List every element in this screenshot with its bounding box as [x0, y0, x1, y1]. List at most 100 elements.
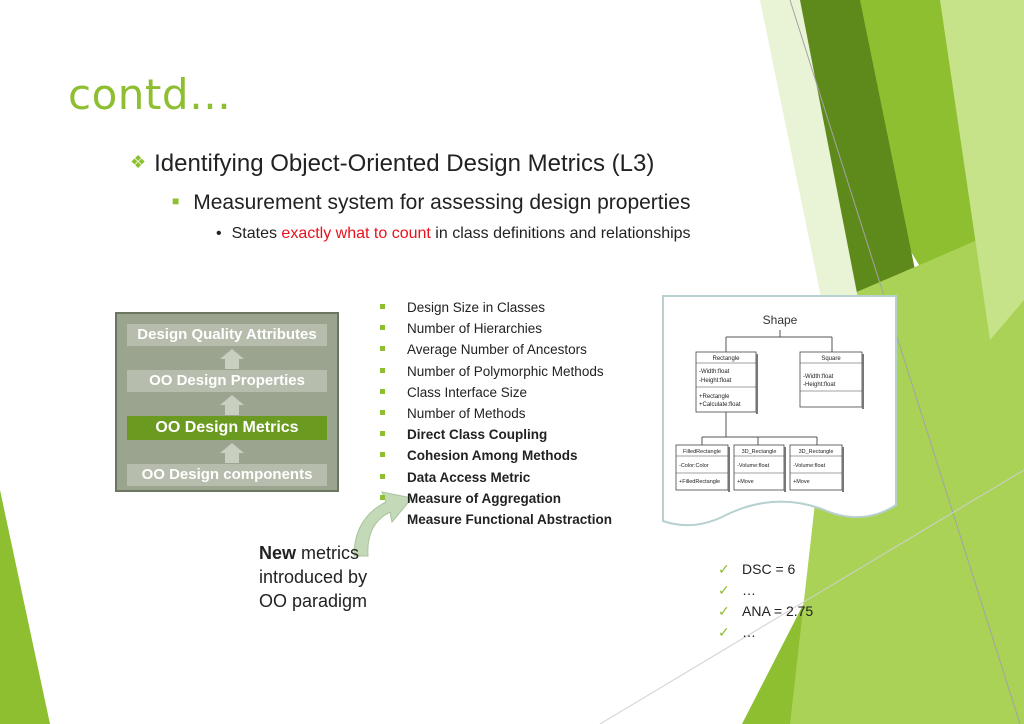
uml-attr: -Color:Color [679, 463, 709, 469]
metric-item: Measure Functional Abstraction [380, 509, 612, 530]
metric-item: Number of Hierarchies [380, 318, 612, 339]
uml-op: +Rectangle [699, 394, 730, 400]
uml-class-diagram: Shape Rectangle -Width:float -Height:flo… [662, 295, 897, 527]
metric-label: Cohesion Among Methods [407, 448, 578, 464]
metric-item: Number of Methods [380, 403, 612, 424]
result-text: DSC = 6 [742, 561, 796, 577]
uml-class-name: Square [821, 356, 841, 362]
metric-label: Direct Class Coupling [407, 427, 548, 443]
metric-label: Number of Methods [407, 405, 526, 421]
square-bullet-icon [380, 431, 385, 437]
arrow-up-stem-2 [225, 405, 239, 415]
bullet-level1: ❖ Identifying Object-Oriented Design Metr… [130, 150, 654, 178]
uml-class-rectangle: Rectangle -Width:float -Height:float +Re… [695, 351, 758, 414]
arrow-up-stem-3 [225, 453, 239, 463]
new-metrics-line2: introduced by [259, 567, 368, 587]
square-bullet-icon [380, 325, 385, 331]
dot-icon: • [216, 225, 222, 242]
results-list: ✓DSC = 6 ✓… ✓ANA = 2.75 ✓… [718, 559, 813, 643]
result-item: ✓… [718, 622, 813, 643]
metric-label: Class Interface Size [407, 384, 528, 400]
new-metrics-line3: OO paradigm [259, 591, 368, 611]
metric-label: Measure of Aggregation [407, 490, 562, 506]
result-text: … [742, 582, 756, 598]
uml-class-3d-rectangle: 3D_Rectangle -Volume:float +Move [733, 444, 786, 492]
uml-class-3d-rectangle-b: 3D_Rectangle -Volume:float +Move [789, 444, 844, 492]
metric-label: Measure Functional Abstraction [407, 511, 613, 527]
uml-class-filledrectangle: FilledRectangle -Color:Color +FilledRect… [675, 444, 730, 492]
diamond-cluster-icon: ❖ [130, 152, 147, 172]
result-item: ✓ ANA = 2.75 [718, 601, 813, 622]
metric-item: Data Access Metric [380, 467, 612, 488]
uml-op: +Calculate:float [699, 402, 741, 408]
metric-label: Data Access Metric [407, 469, 531, 485]
layer-quality-attributes: Design Quality Attributes [127, 324, 327, 346]
uml-attr: -Height:float [699, 378, 732, 384]
uml-op: +Move [793, 479, 810, 485]
bullet-level3-highlight: exactly what to count [281, 225, 431, 242]
bullet-level3: • States exactly what to count in class d… [216, 225, 691, 243]
uml-class-name: Rectangle [712, 356, 740, 362]
square-bullet-icon [380, 346, 385, 352]
square-bullet-icon [380, 367, 385, 373]
uml-attr: -Volume:float [737, 463, 770, 469]
uml-class-name: 3D_Rectangle [742, 449, 777, 455]
deco-shape-pale [940, 0, 1024, 340]
arrow-up-stem-1 [225, 359, 239, 369]
new-metrics-bold: New [259, 543, 297, 563]
uml-class-square: Square -Width:float -Height:float [799, 351, 864, 409]
deco-line-2 [599, 469, 1024, 724]
square-bullet-icon [380, 473, 385, 479]
deco-shape-dark [790, 0, 915, 320]
result-text: ANA = 2.75 [742, 603, 814, 619]
arrow-up-icon [220, 443, 244, 453]
uml-class-name: 3D_Rectangle [799, 449, 834, 455]
checkmark-icon: ✓ [718, 603, 730, 619]
bullet-level3-pre: States [231, 225, 282, 242]
square-bullet-icon [380, 304, 385, 309]
uml-root-label: Shape [763, 313, 798, 327]
result-item: ✓… [718, 580, 813, 601]
uml-op: +FilledRectangle [679, 479, 720, 485]
bullet-level3-post: in class definitions and relationships [430, 225, 691, 242]
new-metrics-note: New metrics introduced by OO paradigm [259, 541, 367, 613]
square-bullet-icon [380, 452, 385, 458]
metric-label: Design Size in Classes [407, 300, 546, 315]
metric-label: Average Number of Ancestors [407, 342, 587, 358]
uml-class-name: FilledRectangle [683, 449, 721, 455]
deco-line [789, 0, 1021, 724]
bullet-level1-text: Identifying Object-Oriented Design Metri… [154, 150, 655, 177]
deco-shape-bottom-left [0, 490, 50, 724]
result-text: … [742, 624, 756, 640]
uml-attr: -Width:float [699, 369, 730, 375]
metric-label: Number of Polymorphic Methods [407, 363, 604, 379]
new-metrics-rest: metrics [296, 543, 360, 563]
metric-item: Class Interface Size [380, 382, 612, 403]
metric-item: Average Number of Ancestors [380, 339, 612, 360]
slide-title: contd… [68, 70, 232, 119]
layer-design-metrics: OO Design Metrics [127, 416, 327, 440]
arrow-up-icon [220, 395, 244, 405]
square-icon: ■ [172, 194, 180, 208]
arrow-up-icon [220, 349, 244, 359]
metric-item: Measure of Aggregation [380, 488, 612, 509]
metric-item: Design Size in Classes [380, 297, 612, 318]
bullet-level2-text: Measurement system for assessing design … [193, 191, 691, 214]
metric-label: Number of Hierarchies [407, 321, 543, 337]
metric-item: Number of Polymorphic Methods [380, 361, 612, 382]
checkmark-icon: ✓ [718, 624, 730, 640]
checkmark-icon: ✓ [718, 582, 730, 598]
square-bullet-icon [380, 388, 385, 394]
square-bullet-icon [380, 409, 385, 415]
uml-op: +Move [737, 479, 754, 485]
uml-attr: -Width:float [803, 374, 834, 380]
result-item: ✓ DSC = 6 [718, 559, 813, 580]
checkmark-icon: ✓ [718, 561, 730, 577]
design-layers-panel: Design Quality Attributes OO Design Prop… [115, 312, 339, 492]
metric-item: Direct Class Coupling [380, 424, 612, 445]
curved-arrow-icon [353, 491, 413, 557]
deco-shape-white [760, 0, 870, 380]
metric-item: Cohesion Among Methods [380, 445, 612, 466]
square-bullet-icon [380, 494, 385, 500]
